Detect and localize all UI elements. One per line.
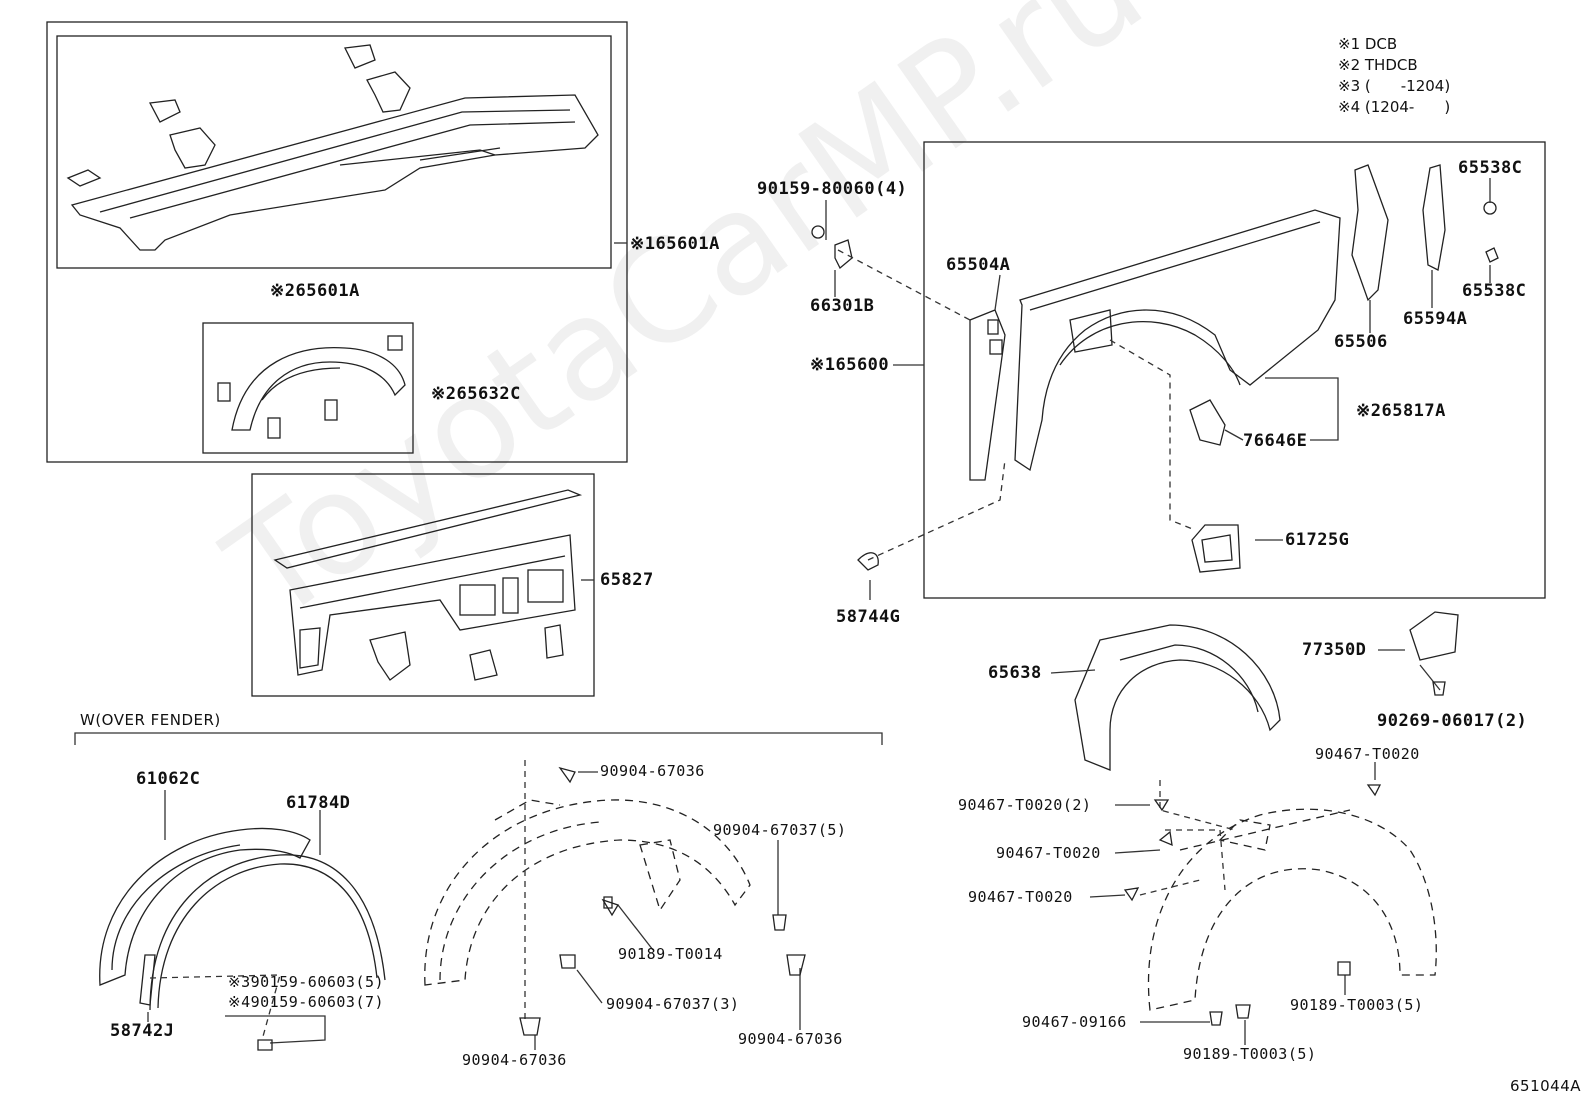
part-label-90467-T0020-a[interactable]: 90467-T0020 bbox=[1315, 745, 1420, 763]
part-label-90467-T0020-b[interactable]: 90467-T0020 bbox=[996, 844, 1101, 862]
part-dashed-fender bbox=[424, 799, 751, 986]
part-label-76646E[interactable]: 76646E bbox=[1243, 431, 1308, 451]
part-label-90904-67036-b[interactable]: 90904-67036 bbox=[462, 1051, 567, 1069]
part-front-panel bbox=[273, 489, 583, 681]
part-label-65538C-a[interactable]: 65538C bbox=[1458, 158, 1523, 178]
part-label-90189-T0014[interactable]: 90189-T0014 bbox=[618, 945, 723, 963]
bolt-90159-80060 bbox=[811, 225, 825, 239]
part-label-65506[interactable]: 65506 bbox=[1334, 332, 1388, 352]
part-label-90159-60603-3[interactable]: ※390159-60603(5) bbox=[228, 973, 385, 991]
clip-66301B bbox=[834, 239, 853, 270]
part-label-65601A-2[interactable]: ※265601A bbox=[270, 281, 360, 301]
part-label-90159-60603-4[interactable]: ※490159-60603(7) bbox=[228, 993, 385, 1011]
part-label-58744G[interactable]: 58744G bbox=[836, 607, 901, 627]
part-label-90189-T0003-b[interactable]: 90189-T0003(5) bbox=[1183, 1045, 1317, 1063]
part-label-66301B[interactable]: 66301B bbox=[810, 296, 875, 316]
part-label-65594A[interactable]: 65594A bbox=[1403, 309, 1468, 329]
part-liner-65638 bbox=[1074, 624, 1281, 771]
part-label-77350D[interactable]: 77350D bbox=[1302, 640, 1367, 660]
housing-61725G bbox=[1191, 524, 1241, 573]
note-1: ※1 DCB bbox=[1338, 35, 1398, 53]
nut-65538C-a bbox=[1483, 201, 1497, 215]
part-flare-61062C bbox=[99, 827, 311, 986]
box-65600 bbox=[923, 141, 1546, 599]
part-label-65632C[interactable]: ※265632C bbox=[431, 384, 521, 404]
box-outer-65601A bbox=[46, 21, 628, 463]
part-trim-58742J bbox=[139, 954, 156, 1006]
part-label-90159-80060[interactable]: 90159-80060(4) bbox=[757, 179, 908, 199]
nut-65538C-b bbox=[1485, 247, 1499, 263]
note-4: ※4 (1204- ) bbox=[1338, 98, 1451, 116]
section-title: W(OVER FENDER) bbox=[80, 711, 221, 729]
part-label-65601A-1[interactable]: ※165601A bbox=[630, 234, 720, 254]
part-label-65638[interactable]: 65638 bbox=[988, 663, 1042, 683]
part-label-90467-T0020-2[interactable]: 90467-T0020(2) bbox=[958, 796, 1092, 814]
part-label-58742J[interactable]: 58742J bbox=[110, 1021, 175, 1041]
note-3: ※3 ( -1204) bbox=[1338, 77, 1451, 95]
part-molding-61784D bbox=[149, 854, 386, 1011]
box-65827 bbox=[251, 473, 595, 697]
note-2: ※2 THDCB bbox=[1338, 56, 1418, 74]
seal-58744G bbox=[857, 552, 879, 571]
box-floor-65601A bbox=[56, 35, 612, 269]
part-label-61062C[interactable]: 61062C bbox=[136, 769, 201, 789]
plate-76646E bbox=[1189, 399, 1226, 446]
part-label-90904-67037-3[interactable]: 90904-67037(3) bbox=[606, 995, 740, 1013]
diagram-id: 651044A bbox=[1510, 1077, 1582, 1095]
part-label-61725G[interactable]: 61725G bbox=[1285, 530, 1350, 550]
part-label-65817A[interactable]: ※265817A bbox=[1356, 401, 1446, 421]
part-label-90269-06017[interactable]: 90269-06017(2) bbox=[1377, 711, 1528, 731]
part-side-panel bbox=[1014, 209, 1341, 472]
part-label-90467-09166[interactable]: 90467-09166 bbox=[1022, 1013, 1127, 1031]
part-label-90904-67036-c[interactable]: 90904-67036 bbox=[738, 1030, 843, 1048]
box-65632C bbox=[202, 322, 414, 454]
part-label-90904-67037-5[interactable]: 90904-67037(5) bbox=[713, 821, 847, 839]
part-floor-panel bbox=[66, 44, 599, 251]
part-label-61784D[interactable]: 61784D bbox=[286, 793, 351, 813]
part-label-65827[interactable]: 65827 bbox=[600, 570, 654, 590]
part-pillars bbox=[1351, 164, 1446, 302]
part-label-65504A[interactable]: 65504A bbox=[946, 255, 1011, 275]
part-dashed-liner bbox=[1147, 808, 1437, 1011]
part-bracket-65504A bbox=[969, 309, 1006, 481]
part-wheel-house bbox=[217, 335, 406, 439]
part-label-90904-67036-a[interactable]: 90904-67036 bbox=[600, 762, 705, 780]
part-label-65600[interactable]: ※165600 bbox=[810, 355, 890, 375]
part-label-90467-T0020-c[interactable]: 90467-T0020 bbox=[968, 888, 1073, 906]
lid-77350D bbox=[1409, 611, 1459, 661]
part-label-65538C-b[interactable]: 65538C bbox=[1462, 281, 1527, 301]
part-label-90189-T0003-a[interactable]: 90189-T0003(5) bbox=[1290, 996, 1424, 1014]
notes-legend: ※1 DCB ※2 THDCB ※3 ( -1204) ※4 (1204- ) bbox=[1338, 34, 1450, 118]
